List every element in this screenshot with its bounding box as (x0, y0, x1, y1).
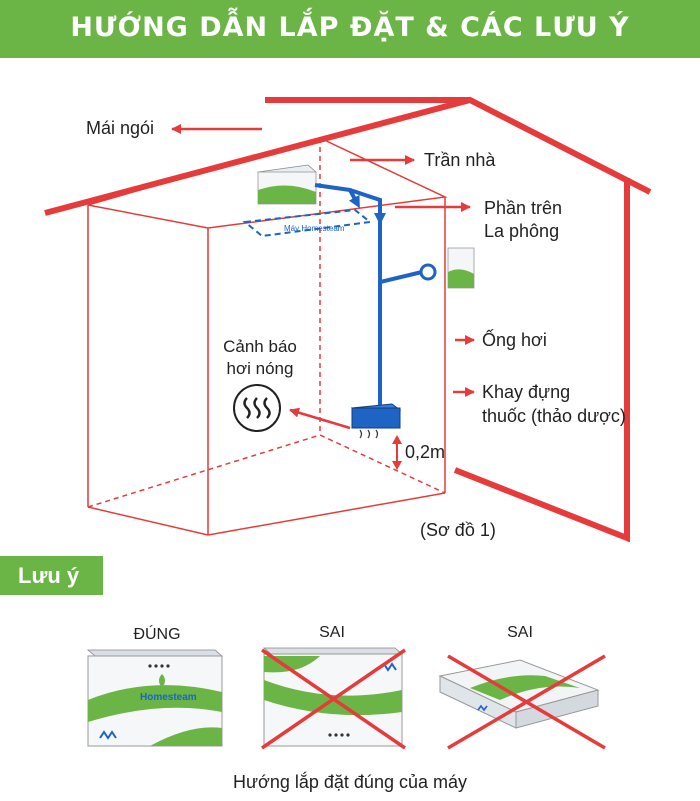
steam-pipe (314, 183, 423, 408)
machine-tag: Máy Homesteam (284, 224, 345, 233)
page-title: HƯỚNG DẪN LẮP ĐẶT & CÁC LƯU Ý (70, 12, 630, 43)
orientation-options: Homesteam (86, 647, 606, 750)
label-hot-steam-warning: Cảnh báo hơi nóng (210, 336, 310, 380)
label-above-ceiling-line1: Phần trên (484, 198, 563, 218)
unit-correct-brand: Homesteam (140, 692, 197, 703)
option-correct-label: ĐÚNG (133, 626, 181, 643)
height-marker (392, 435, 402, 470)
label-ceiling: Trần nhà (424, 150, 496, 170)
notes-caption: Hướng lắp đặt đúng của máy (233, 772, 467, 792)
unit-correct: Homesteam (86, 649, 224, 747)
house-right-wall (453, 178, 630, 543)
label-figure: (Sơ đồ 1) (420, 520, 496, 540)
machine-above-ceiling-outline (242, 208, 373, 238)
label-warning-line2: hơi nóng (226, 359, 294, 378)
pipe-valve (419, 263, 437, 281)
hot-steam-warning-icon (233, 384, 281, 432)
option-wrong-label-2: SAI (507, 624, 533, 641)
title-banner (0, 0, 700, 58)
homesteam-unit-top (257, 164, 317, 205)
room-box (87, 137, 448, 536)
label-above-ceiling-line2: La phông (484, 221, 560, 241)
notes-banner (0, 556, 103, 595)
notes-title: Lưu ý (18, 563, 80, 588)
side-unit (447, 247, 475, 289)
label-warning-line1: Cảnh báo (223, 337, 297, 356)
option-wrong-label-1: SAI (319, 624, 345, 641)
label-height: 0,2m (405, 442, 446, 462)
label-steam-pipe: Ống hơi (482, 330, 547, 350)
unit-wrong-upside-down (261, 647, 406, 750)
installation-diagram: Máy Homesteam (44, 96, 652, 543)
unit-wrong-lying-flat (438, 654, 606, 750)
label-arrows (171, 124, 475, 430)
label-herb-tray-line2: thuốc (thảo dược) (482, 406, 626, 426)
label-roof-tile: Mái ngói (86, 118, 155, 138)
label-herb-tray: Khay đựng thuốc (thảo dược) (482, 380, 626, 428)
label-above-ceiling: Phần trên La phông (484, 197, 562, 243)
label-herb-tray-line1: Khay đựng (482, 382, 571, 402)
herb-tray (350, 403, 402, 439)
